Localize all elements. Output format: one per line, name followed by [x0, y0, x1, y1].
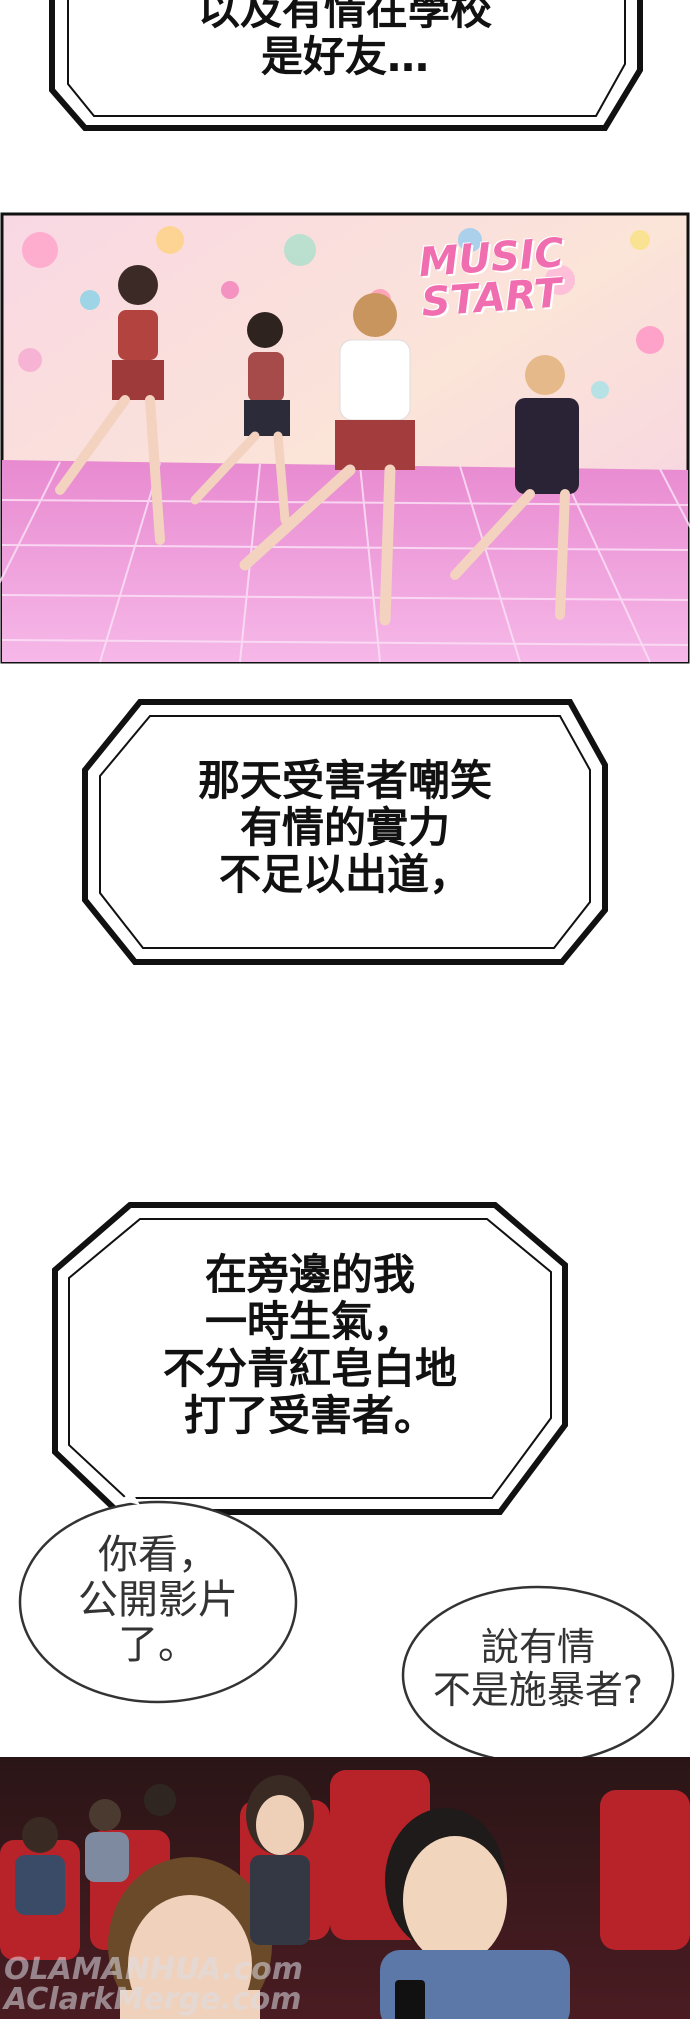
speech-line: 了。	[118, 1621, 198, 1668]
man-with-phone	[380, 1808, 570, 2019]
audience-member	[15, 1784, 176, 1915]
caption-top: 以及有情在學校 是好友…	[100, 0, 590, 80]
speech-line: 不是施暴者?	[432, 1667, 644, 1712]
music-start-sfx: MUSIC START	[417, 230, 568, 326]
caption-box-middle	[82, 699, 608, 965]
caption-line: 一時生氣，	[204, 1297, 415, 1347]
speech-line: 公開影片	[78, 1576, 238, 1623]
caption-line: 是好友…	[260, 32, 429, 82]
caption-line: 以及有情在學校	[197, 0, 492, 34]
caption-line: 不足以出道，	[218, 850, 471, 900]
speech-line: 你看，	[98, 1532, 218, 1578]
speech-bubble-left	[18, 1492, 298, 1704]
woman-with-phone	[246, 1775, 314, 1945]
watermark: OLAMANHUA.com AClarkMerge.com	[4, 1955, 303, 2015]
theater-panel	[0, 1757, 690, 2019]
caption-middle: 那天受害者嘲笑 有情的實力 不足以出道，	[120, 757, 570, 898]
paint-splatter	[18, 226, 664, 399]
caption-line: 有情的實力	[239, 803, 450, 853]
watermark-line: AClarkMerge.com	[4, 1982, 302, 2017]
caption-line: 在旁邊的我	[204, 1250, 415, 1299]
sfx-line: START	[419, 270, 564, 326]
dancer-3	[239, 293, 415, 626]
speech-text-left: 你看， 公開影片 了。	[40, 1533, 276, 1667]
dancer-4	[450, 355, 579, 620]
caption-box-lower	[52, 1202, 568, 1515]
caption-line: 那天受害者嘲笑	[197, 756, 492, 805]
dancer-1	[55, 265, 165, 545]
caption-box-top	[49, 0, 643, 131]
dancer-2	[190, 312, 290, 525]
speech-line: 說有情	[480, 1625, 595, 1669]
speech-text-right: 說有情 不是施暴者?	[410, 1626, 666, 1711]
caption-lower: 在旁邊的我 一時生氣， 不分青紅皂白地 打了受害者。	[90, 1251, 530, 1439]
dance-panel	[0, 212, 690, 664]
woman-with-bangs	[108, 1857, 272, 2019]
caption-line: 打了受害者。	[183, 1391, 436, 1441]
watermark-line: OLAMANHUA.com	[4, 1952, 303, 1987]
caption-line: 不分青紅皂白地	[162, 1344, 457, 1394]
